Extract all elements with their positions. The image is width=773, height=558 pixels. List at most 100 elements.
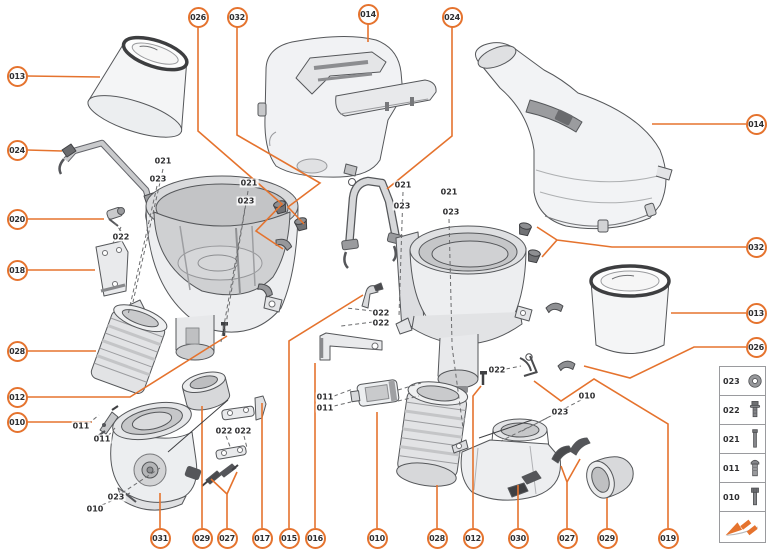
callout-connector-line — [210, 478, 228, 528]
dashed-leader-line — [397, 395, 420, 402]
callout-028[interactable]: 028 — [426, 527, 448, 549]
intake-hose-left-part-028 — [90, 304, 168, 394]
callout-016[interactable]: 016 — [304, 527, 326, 549]
dashed-leader-line — [121, 467, 161, 494]
callout-029[interactable]: 029 — [191, 527, 213, 549]
callout-018[interactable]: 018 — [6, 259, 28, 281]
callout-024[interactable]: 024 — [441, 6, 463, 28]
callout-020[interactable]: 020 — [6, 208, 28, 230]
callout-connector-line — [566, 458, 581, 483]
callout-030[interactable]: 030 — [507, 527, 529, 549]
legend-row-022: 022 — [720, 396, 765, 425]
callout-connector-line — [27, 335, 228, 398]
callout-015[interactable]: 015 — [278, 527, 300, 549]
clips-027-right-part — [551, 437, 591, 464]
callout-connector-line — [536, 226, 746, 248]
housing-cover-part-014 — [257, 35, 437, 186]
mounting-bracket-part-018 — [95, 240, 129, 297]
legend-item-label: 011 — [723, 463, 740, 473]
callout-029[interactable]: 029 — [596, 527, 618, 549]
part-number-label: 011 — [315, 392, 335, 402]
dashed-leader-line — [333, 401, 352, 407]
part-number-label: 023 — [392, 201, 412, 211]
legend-item-label: 021 — [723, 434, 740, 444]
connector-ring-left-part-029 — [181, 371, 231, 411]
part-number-label: 010 — [85, 504, 105, 514]
washer-icon — [748, 369, 762, 393]
callout-012[interactable]: 012 — [6, 386, 28, 408]
dashed-leader-line — [132, 168, 164, 303]
hook-bracket-part-015 — [361, 282, 384, 309]
spring-clamp-part-022 — [519, 353, 538, 377]
part-number-label: 022 — [487, 365, 507, 375]
callout-connector-line — [226, 471, 238, 495]
dashed-leader-line — [451, 345, 464, 429]
part-number-label: 011 — [71, 421, 91, 431]
part-number-label: 021 — [393, 180, 413, 190]
part-number-label: 023 — [550, 407, 570, 417]
callout-012[interactable]: 012 — [462, 527, 484, 549]
part-number-label: 011 — [315, 403, 335, 413]
hex-bolt-icon — [748, 485, 762, 509]
pan-screw-icon — [748, 456, 762, 480]
legend-item-label: 010 — [723, 492, 740, 502]
callout-017[interactable]: 017 — [251, 527, 273, 549]
callout-connector-line — [197, 27, 284, 250]
clip-part-010-left — [97, 405, 119, 437]
legend-row-021: 021 — [720, 425, 765, 454]
callout-024[interactable]: 024 — [6, 139, 28, 161]
dashed-leader-line — [398, 191, 404, 317]
part-number-label: 021 — [439, 187, 459, 197]
callout-014[interactable]: 014 — [357, 3, 379, 25]
callout-connector-line — [26, 75, 101, 78]
part-number-label: 023 — [148, 174, 168, 184]
blower-assembly-part-031 — [110, 401, 202, 511]
callout-010[interactable]: 010 — [6, 411, 28, 433]
callout-013[interactable]: 013 — [745, 302, 767, 324]
dashed-leader-line — [220, 207, 246, 343]
dashed-leader-line — [345, 307, 374, 312]
part-number-label: 023 — [441, 207, 461, 217]
callout-connector-line — [560, 465, 568, 528]
legend-row-010: 010 — [720, 483, 765, 512]
part-number-label: 023 — [106, 492, 126, 502]
callout-028[interactable]: 028 — [6, 340, 28, 362]
callout-019[interactable]: 019 — [657, 527, 679, 549]
callout-connector-line — [472, 385, 482, 528]
callout-014[interactable]: 014 — [745, 113, 767, 135]
callout-027[interactable]: 027 — [216, 527, 238, 549]
dashed-leader-line — [340, 321, 374, 327]
support-bracket-part-016 — [319, 332, 383, 361]
part-number-label: 021 — [239, 178, 259, 188]
callout-027[interactable]: 027 — [556, 527, 578, 549]
stud-icon — [748, 427, 762, 451]
legend-item-label: 023 — [723, 376, 740, 386]
part-number-label: 023 — [236, 196, 256, 206]
fastener-legend: 023 022 021 011 010 — [719, 366, 766, 543]
part-number-label: 022 — [111, 232, 131, 242]
maf-sensor-part-010 — [350, 379, 400, 407]
part-number-label: 022 — [233, 426, 253, 436]
callout-connector-line — [583, 346, 746, 379]
dashed-leader-line — [333, 388, 354, 397]
legend-row-011: 011 — [720, 454, 765, 483]
part-number-label: 011 — [92, 434, 112, 444]
dashed-leader-line — [243, 435, 248, 449]
dashed-leader-line — [500, 414, 554, 442]
callout-026[interactable]: 026 — [187, 6, 209, 28]
legend-item-label: 022 — [723, 405, 740, 415]
legend-row-023: 023 — [720, 367, 765, 396]
housing-lower-part-030 — [451, 418, 561, 501]
callout-031[interactable]: 031 — [149, 527, 171, 549]
callout-032[interactable]: 032 — [226, 6, 248, 28]
callout-connector-line — [386, 27, 453, 190]
callout-026[interactable]: 026 — [745, 336, 767, 358]
intake-hose-bottom-part-028 — [396, 381, 469, 487]
part-number-label: 022 — [214, 426, 234, 436]
solid-leader-line — [478, 419, 533, 439]
orange-arrow-button[interactable] — [720, 512, 765, 542]
callout-010[interactable]: 010 — [366, 527, 388, 549]
bracket-part-017 — [221, 395, 267, 421]
callout-013[interactable]: 013 — [6, 65, 28, 87]
callout-032[interactable]: 032 — [745, 236, 767, 258]
